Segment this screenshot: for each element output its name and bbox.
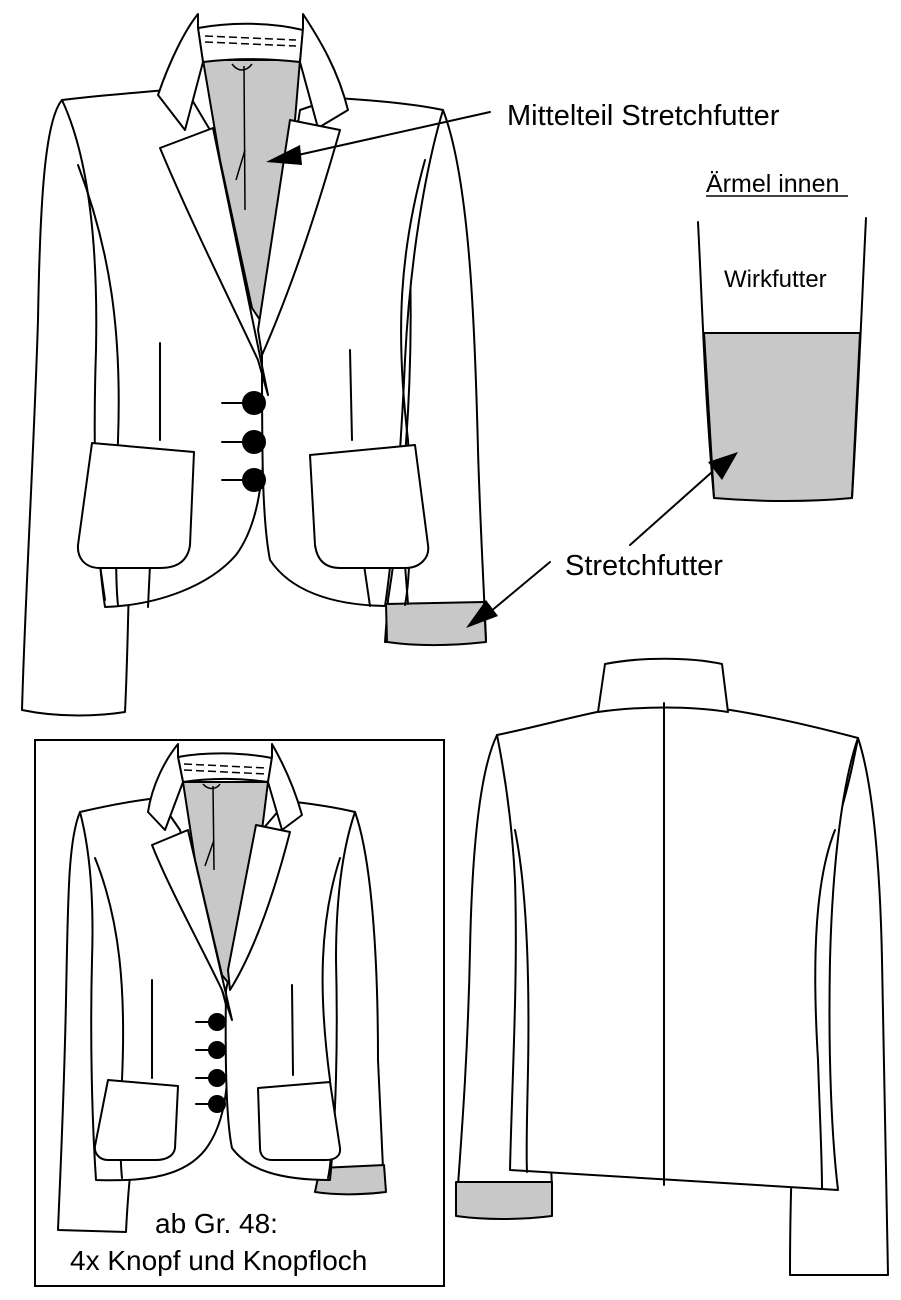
stretch-lining-label: Stretchfutter <box>565 550 723 582</box>
front-right-cuff-lining[interactable] <box>385 601 487 646</box>
sleeve-inside-title: Ärmel innen <box>706 170 839 198</box>
inset-buttons <box>195 1013 226 1113</box>
callout-center-lining: Mittelteil Stretchfutter <box>266 100 780 165</box>
arrow-head-icon <box>708 452 738 480</box>
knit-lining-label: Wirkfutter <box>724 266 827 293</box>
inset-button-3[interactable] <box>208 1069 226 1087</box>
front-neck-band <box>197 22 304 63</box>
button-2[interactable] <box>242 430 266 454</box>
button-3[interactable] <box>242 468 266 492</box>
front-lapel-right <box>257 119 341 356</box>
sleeve-lining-shape[interactable] <box>703 332 861 502</box>
back-left-cuff-lining[interactable] <box>455 1181 553 1220</box>
inset-cuff-lining[interactable] <box>314 1164 387 1196</box>
size-note-line1: ab Gr. 48: <box>155 1208 278 1239</box>
front-lapel-left <box>159 127 269 396</box>
front-pocket-left[interactable] <box>76 442 195 569</box>
callout-stretch-lining: Stretchfutter <box>466 452 738 628</box>
center-lining-label: Mittelteil Stretchfutter <box>507 100 780 132</box>
inset-button-4[interactable] <box>208 1095 226 1113</box>
front-collar-left <box>157 13 204 131</box>
inset-pocket-left[interactable] <box>93 1079 179 1161</box>
arrow-head-icon <box>466 600 498 628</box>
inset-size-variant: ab Gr. 48: 4x Knopf und Knopfloch <box>34 739 445 1287</box>
front-pocket-right[interactable] <box>309 444 430 569</box>
front-collar-right <box>299 13 349 129</box>
inset-button-1[interactable] <box>208 1013 226 1031</box>
size-note-line2: 4x Knopf und Knopfloch <box>70 1245 367 1276</box>
back-view-jacket <box>455 657 889 1276</box>
sleeve-inside-detail: Ärmel innen Wirkfutter <box>697 170 867 502</box>
back-collar <box>597 657 729 713</box>
back-body <box>496 702 859 1191</box>
inset-pocket-right[interactable] <box>257 1081 342 1161</box>
arrow-head-icon <box>266 145 302 165</box>
front-view-jacket <box>21 13 487 717</box>
inset-button-2[interactable] <box>208 1041 226 1059</box>
button-1[interactable] <box>242 391 266 415</box>
front-buttons <box>221 391 266 492</box>
